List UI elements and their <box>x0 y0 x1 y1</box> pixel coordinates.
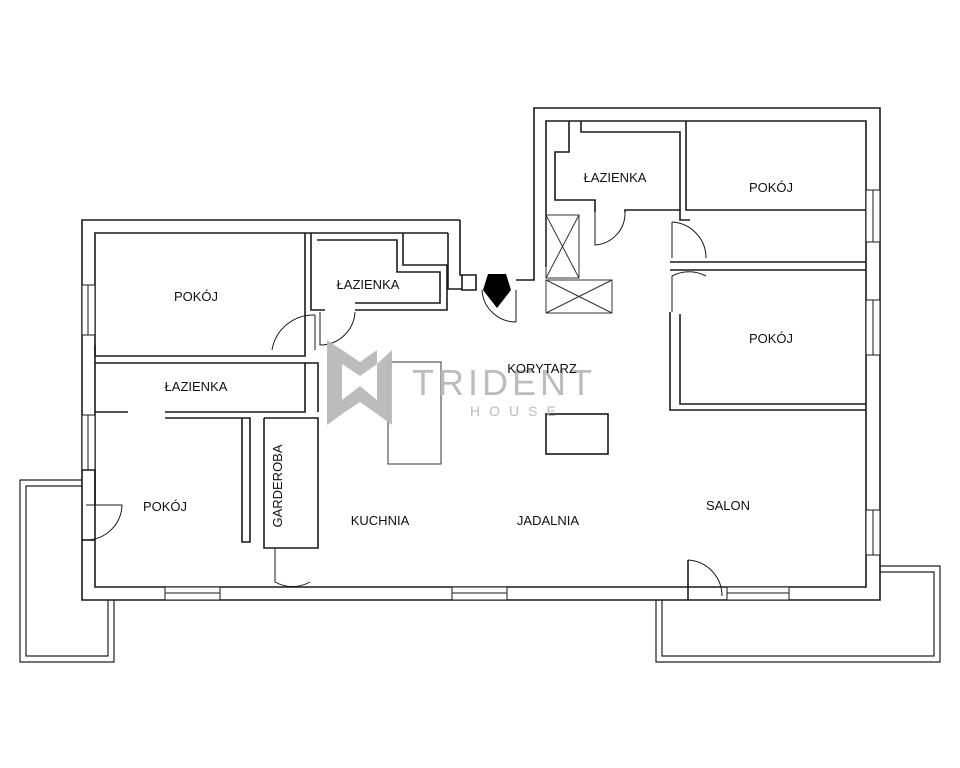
watermark-title: TRIDENT <box>412 362 596 403</box>
windows <box>81 189 881 601</box>
dining-table <box>545 413 609 455</box>
room-label-garderoba: GARDEROBA <box>270 444 285 527</box>
interior-walls <box>82 121 866 600</box>
room-label-jadalnia: JADALNIA <box>517 513 579 528</box>
room-label-lazienka-top-right: ŁAZIENKA <box>584 170 647 185</box>
room-label-lazienka-top-center: ŁAZIENKA <box>337 277 400 292</box>
room-label-kuchnia: KUCHNIA <box>351 513 410 528</box>
room-label-pokoj-top-right: POKÓJ <box>749 180 793 195</box>
room-label-pokoj-top-left: POKÓJ <box>174 289 218 304</box>
room-labels: POKÓJ ŁAZIENKA ŁAZIENKA POKÓJ GARDEROBA … <box>143 170 793 528</box>
room-label-salon: SALON <box>706 498 750 513</box>
balcony-right <box>655 565 941 663</box>
room-label-pokoj-mid-right: POKÓJ <box>749 331 793 346</box>
watermark: TRIDENT HOUSE <box>327 340 596 425</box>
entry-marker-icon <box>483 274 511 308</box>
doors <box>85 211 723 597</box>
room-label-korytarz: KORYTARZ <box>507 361 577 376</box>
room-label-pokoj-bottom-left: POKÓJ <box>143 499 187 514</box>
watermark-subtitle: HOUSE <box>470 403 565 419</box>
room-label-lazienka-left: ŁAZIENKA <box>165 379 228 394</box>
balcony-left <box>19 479 115 663</box>
ventilation-shafts <box>545 214 613 314</box>
trident-logo-icon <box>327 340 392 425</box>
